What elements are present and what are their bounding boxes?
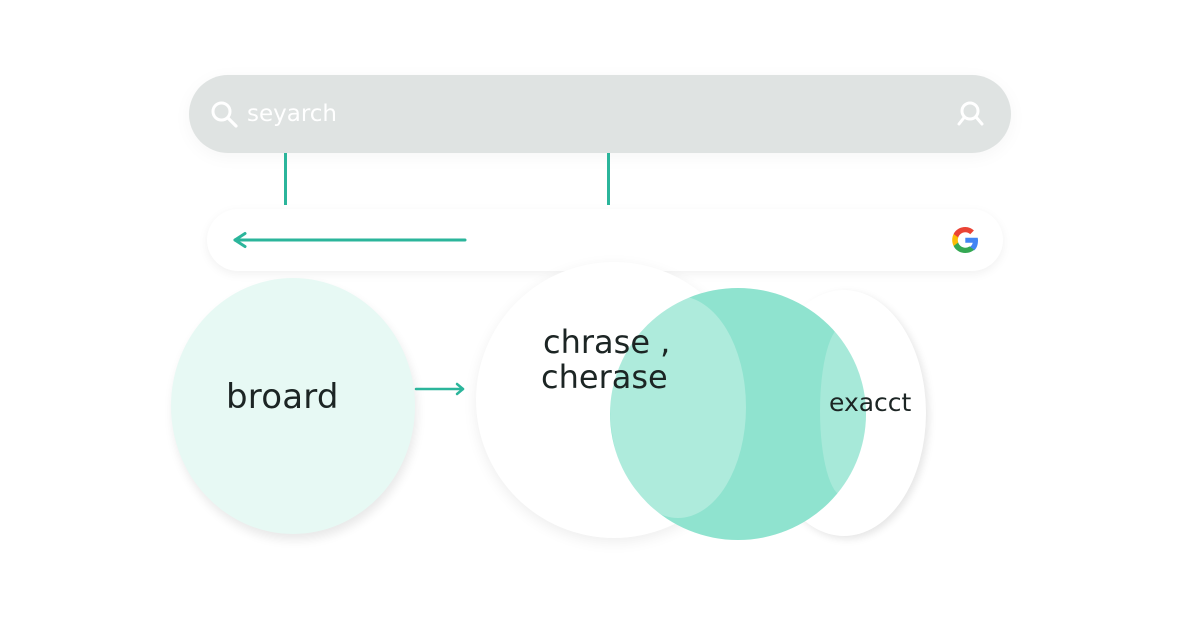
right-overlap-highlight <box>820 326 866 496</box>
broad-label: broard <box>226 377 339 417</box>
left-vertical-connector <box>284 153 287 205</box>
search-input[interactable] <box>247 95 887 133</box>
center-vertical-connector <box>607 153 610 205</box>
phrase-label-line-1: chrase , <box>543 323 671 361</box>
match-overlap-circle <box>610 288 866 540</box>
search-bar[interactable] <box>189 75 1011 153</box>
exact-label: exacct <box>829 388 912 417</box>
search-icon[interactable] <box>956 99 986 129</box>
left-arrow <box>233 232 467 248</box>
google-icon <box>952 227 978 253</box>
search-icon <box>211 101 238 128</box>
broad-match-circle <box>171 278 415 534</box>
left-overlap-highlight <box>610 296 746 518</box>
right-arrow <box>414 382 465 396</box>
phrase-label-line-2: cherase <box>541 358 668 396</box>
